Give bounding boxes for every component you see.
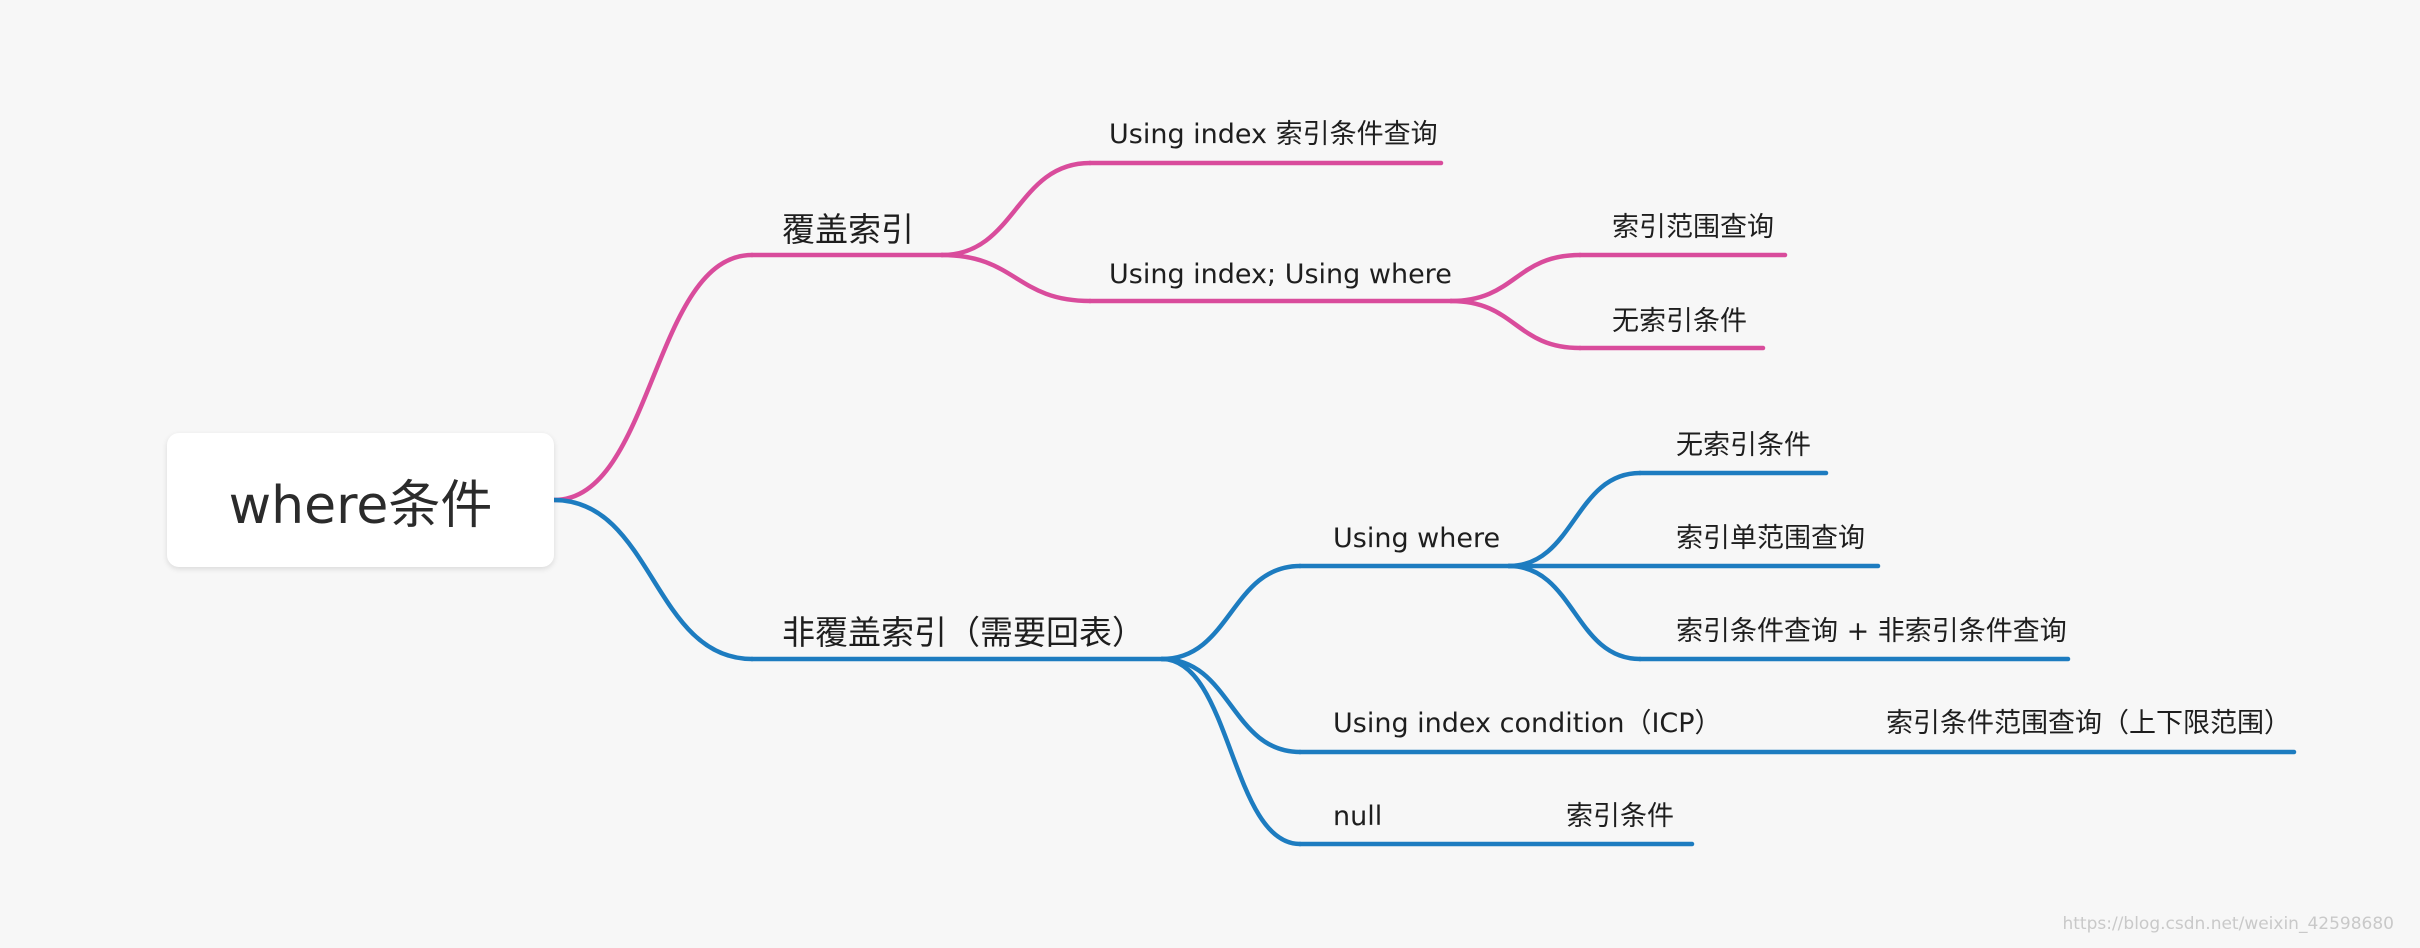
connector-covering-using-index-where — [939, 252, 1093, 304]
root-node-where-condition[interactable]: where条件 — [167, 433, 554, 567]
connector-using-where — [1159, 563, 1303, 662]
connector-uw-mixed — [1506, 563, 1643, 662]
connector-root-non-covering — [551, 497, 755, 662]
node-index-single-range-query[interactable]: 索引单范围查询 — [1676, 523, 1865, 554]
node-using-where-no-index-condition[interactable]: 无索引条件 — [1676, 430, 1811, 461]
connector-null — [1159, 656, 1303, 847]
connector-no-index-condition — [1448, 298, 1583, 351]
node-using-where[interactable]: Using where — [1333, 523, 1501, 554]
node-index-condition-range-query[interactable]: 索引条件范围查询（上下限范围） — [1886, 708, 2291, 739]
connector-root-covering — [551, 252, 755, 503]
node-index-range-query[interactable]: 索引范围查询 — [1612, 212, 1774, 243]
node-index-condition[interactable]: 索引条件 — [1566, 801, 1674, 832]
node-using-index-condition-icp[interactable]: Using index condition（ICP） — [1333, 708, 1722, 739]
node-index-and-non-index-condition-query[interactable]: 索引条件查询 + 非索引条件查询 — [1676, 616, 2067, 647]
node-no-index-condition[interactable]: 无索引条件 — [1612, 306, 1747, 337]
node-null[interactable]: null — [1333, 801, 1383, 832]
branch-covering-index[interactable]: 覆盖索引 — [782, 210, 914, 249]
watermark: https://blog.csdn.net/weixin_42598680 — [2062, 914, 2394, 934]
connector-covering-using-index — [939, 160, 1093, 258]
connector-uw-no-index — [1506, 470, 1643, 569]
branch-non-covering-index[interactable]: 非覆盖索引（需要回表） — [782, 613, 1145, 652]
connector-icp — [1159, 656, 1303, 755]
node-using-index-using-where[interactable]: Using index; Using where — [1109, 259, 1452, 290]
node-using-index[interactable]: Using index 索引条件查询 — [1109, 119, 1438, 150]
connector-range-query — [1448, 252, 1583, 304]
